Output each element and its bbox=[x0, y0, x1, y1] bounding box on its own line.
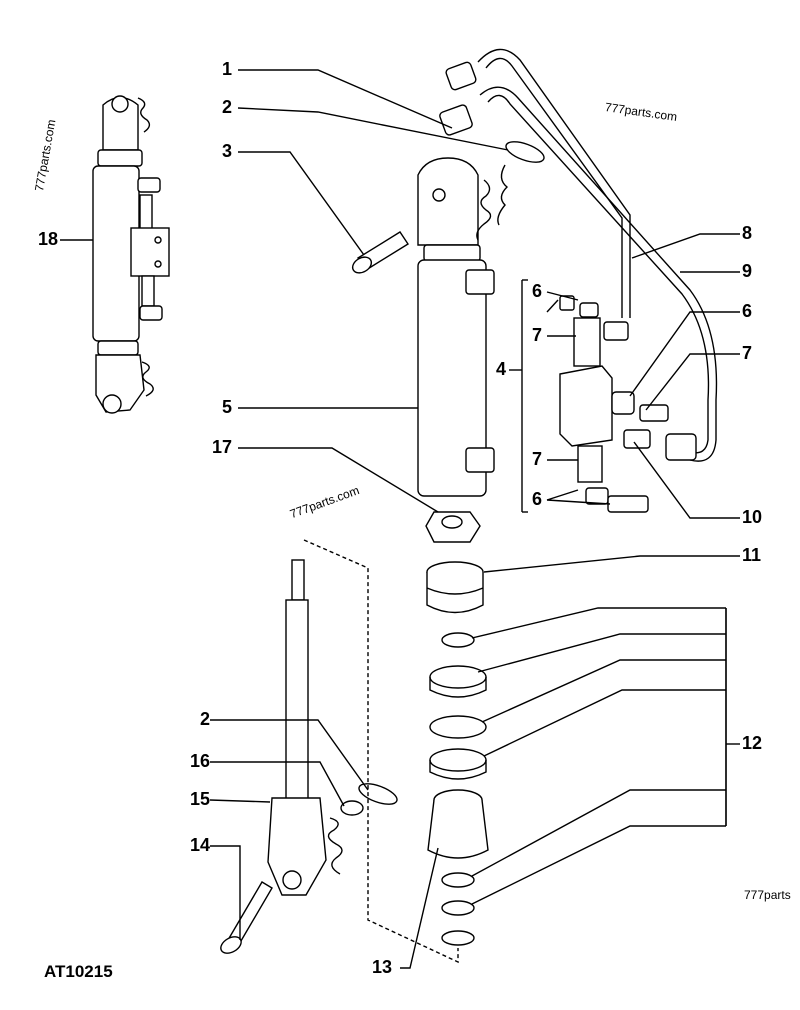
callout-17: 17 bbox=[212, 437, 233, 457]
drawing-code: AT10215 bbox=[44, 962, 113, 981]
callout-8: 8 bbox=[742, 223, 753, 243]
r-clip-2-upper bbox=[497, 141, 545, 226]
union-fittings-1 bbox=[439, 61, 477, 136]
callout-3: 3 bbox=[222, 141, 233, 161]
callout-18: 18 bbox=[38, 229, 59, 249]
watermark-cut: 777parts bbox=[744, 888, 791, 902]
callout-15: 15 bbox=[190, 789, 211, 809]
callout-6-top: 6 bbox=[532, 281, 543, 301]
callout-16: 16 bbox=[190, 751, 211, 771]
callout-7-right: 7 bbox=[742, 343, 753, 363]
callout-6-bottom: 6 bbox=[532, 489, 543, 509]
callout-5: 5 bbox=[222, 397, 233, 417]
nut-17 bbox=[425, 511, 481, 543]
callout-12: 12 bbox=[742, 733, 763, 753]
callout-7-bottom: 7 bbox=[532, 449, 543, 469]
callout-6-right: 6 bbox=[742, 301, 753, 321]
assembled-cylinder-18 bbox=[92, 95, 170, 414]
assembly-guide-lines bbox=[303, 539, 459, 964]
valve-block-4 bbox=[559, 295, 697, 513]
callout-7-top: 7 bbox=[532, 325, 543, 345]
rod-and-clevis-15 bbox=[267, 559, 343, 896]
seal-kit-12 bbox=[429, 632, 487, 946]
callout-10: 10 bbox=[742, 507, 763, 527]
piston-11 bbox=[426, 561, 484, 614]
callout-2: 2 bbox=[222, 97, 233, 117]
pin-3 bbox=[351, 231, 409, 274]
callout-1: 1 bbox=[222, 59, 233, 79]
callout-9: 9 bbox=[742, 261, 753, 281]
callout-14: 14 bbox=[190, 835, 211, 855]
gland-13 bbox=[427, 789, 489, 859]
pin-14 bbox=[220, 881, 273, 954]
callout-4: 4 bbox=[496, 359, 507, 379]
cylinder-5 bbox=[417, 157, 495, 497]
hoses-8-9 bbox=[477, 48, 718, 462]
callout-13: 13 bbox=[372, 957, 393, 977]
callout-11: 11 bbox=[742, 545, 762, 565]
leader-lines bbox=[60, 69, 740, 969]
callout-2-lower: 2 bbox=[200, 709, 211, 729]
washer-16 bbox=[340, 800, 364, 816]
